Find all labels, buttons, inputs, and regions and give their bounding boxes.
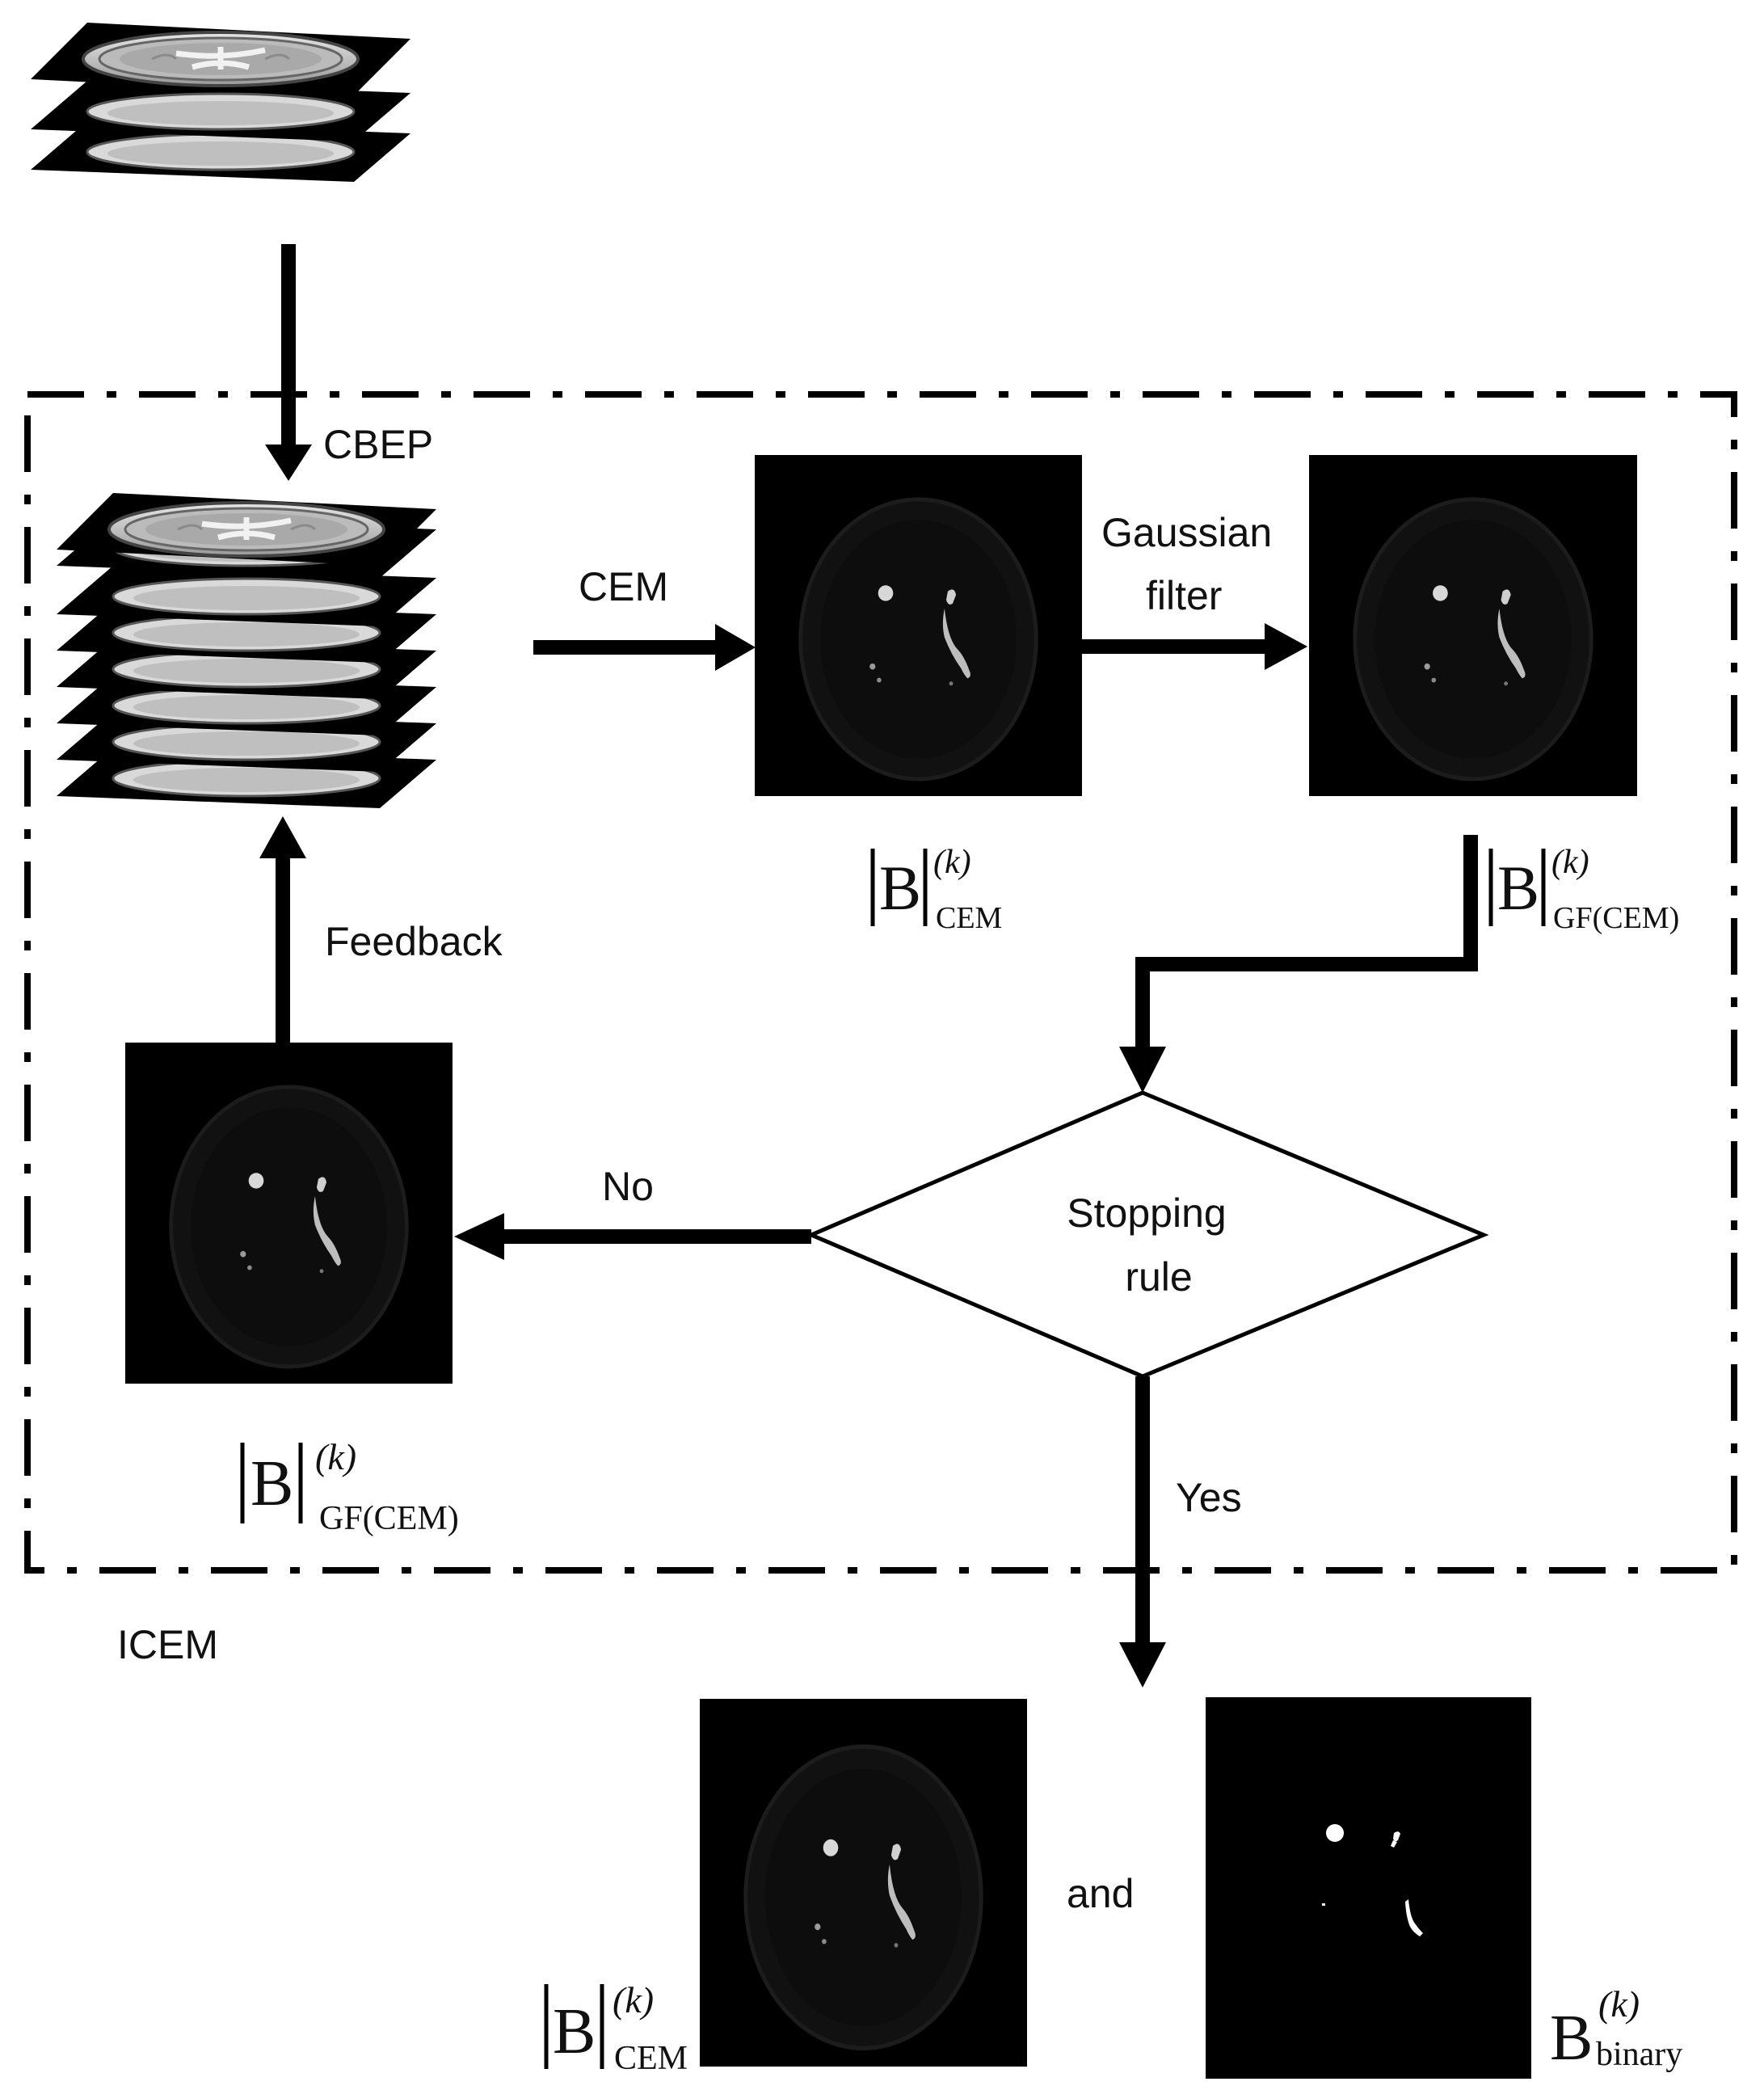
b-cem-label-bottom: B (k) CEM (544, 1979, 688, 2077)
gf-result-image (1309, 455, 1637, 796)
gaussian-filter-arrow (1080, 623, 1307, 670)
svg-text:(k): (k) (315, 1436, 356, 1477)
svg-text:GF(CEM): GF(CEM) (319, 1500, 459, 1537)
svg-text:B: B (1550, 2003, 1593, 2074)
preprocessed-brain-stack-image (57, 493, 436, 810)
icem-boundary (24, 391, 1737, 1574)
cbep-arrow (265, 244, 312, 481)
stopping-rule-decision: Stopping rule (806, 1090, 1489, 1379)
stopping-label-line1: Stopping (1067, 1190, 1226, 1236)
b-binary-label: B (k) binary (1550, 1983, 1682, 2074)
b-gf-label-bottom: B (k) GF(CEM) (240, 1436, 459, 1537)
no-label: No (602, 1164, 654, 1209)
stopping-label-line2: rule (1125, 1254, 1192, 1300)
svg-text:B: B (1497, 853, 1539, 923)
gaussian-label-line2: filter (1146, 573, 1222, 618)
binary-result-image (1206, 1697, 1531, 2079)
feedback-result-image (125, 1043, 453, 1384)
svg-text:(k): (k) (1551, 844, 1589, 881)
cem-arrow (533, 624, 756, 671)
input-brain-stack-image (31, 23, 410, 183)
svg-text:B: B (879, 853, 921, 923)
final-cem-image (700, 1699, 1027, 2067)
and-label: and (1067, 1871, 1134, 1916)
no-arrow (454, 1213, 811, 1260)
yes-arrow (1119, 1376, 1166, 1688)
svg-text:GF(CEM): GF(CEM) (1553, 901, 1679, 935)
svg-text:CEM: CEM (614, 2040, 688, 2077)
svg-text:binary: binary (1596, 2036, 1682, 2073)
cbep-label: CBEP (323, 422, 433, 467)
svg-text:(k): (k) (613, 1979, 654, 2020)
cem-label: CEM (579, 564, 668, 609)
feedback-arrow (259, 816, 306, 1043)
svg-text:(k): (k) (1598, 1983, 1640, 2025)
svg-text:B: B (553, 1996, 596, 2067)
yes-label: Yes (1176, 1475, 1242, 1520)
gaussian-label-line1: Gaussian (1101, 510, 1272, 555)
svg-text:(k): (k) (933, 844, 971, 881)
gf-to-stopping-arrow (1119, 835, 1478, 1093)
b-gf-label-top: B (k) GF(CEM) (1488, 844, 1679, 935)
cem-result-image (755, 455, 1082, 796)
icem-label: ICEM (117, 1622, 218, 1667)
svg-text:CEM: CEM (936, 901, 1002, 935)
feedback-label: Feedback (325, 919, 503, 964)
svg-text:B: B (250, 1448, 293, 1519)
b-cem-label: B (k) CEM (870, 844, 1002, 935)
